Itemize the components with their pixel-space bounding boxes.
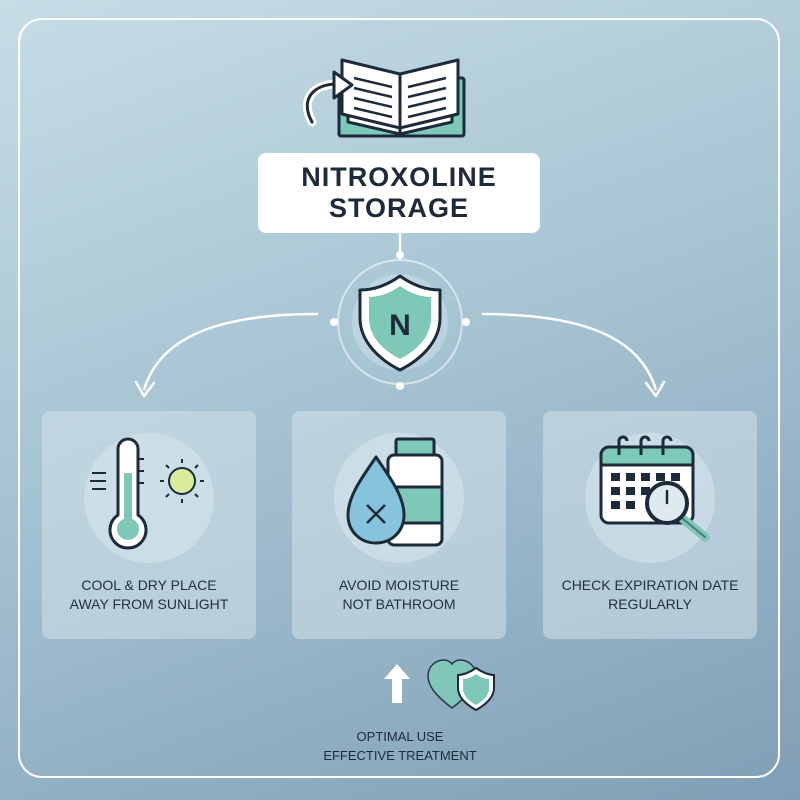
book-icon (337, 58, 466, 138)
card-label-line-1: CHECK EXPIRATION DATE (561, 577, 739, 593)
sun-icon (160, 459, 204, 503)
card-check-expiration: CHECK EXPIRATION DATE REGULARLY (543, 411, 757, 639)
card-label: COOL & DRY PLACE AWAY FROM SUNLIGHT (42, 576, 256, 614)
card-label-line-1: AVOID MOISTURE (338, 577, 460, 593)
magnifier-icon (645, 481, 710, 542)
title-line-2: STORAGE (328, 193, 470, 223)
card-cool-dry: COOL & DRY PLACE AWAY FROM SUNLIGHT (42, 411, 256, 639)
footer-text: OPTIMAL USE EFFECTIVE TREATMENT (300, 727, 500, 765)
shield-badge-icon: N (358, 274, 442, 372)
footer-line-1: OPTIMAL USE (356, 729, 444, 744)
thermometer-icon (90, 437, 148, 550)
title-line-1: NITROXOLINE (301, 162, 497, 192)
card-label: CHECK EXPIRATION DATE REGULARLY (543, 576, 757, 614)
card-label-line-2: NOT BATHROOM (342, 596, 456, 612)
card-label-line-1: COOL & DRY PLACE (81, 577, 217, 593)
heart-shield-icon (427, 659, 495, 712)
card-avoid-moisture: AVOID MOISTURE NOT BATHROOM (292, 411, 506, 639)
badge-letter: N (389, 309, 411, 342)
curved-arrow-icon (302, 70, 354, 127)
card-label: AVOID MOISTURE NOT BATHROOM (292, 576, 506, 614)
card-label-line-2: AWAY FROM SUNLIGHT (69, 596, 229, 612)
up-arrow-icon (384, 664, 410, 703)
outer-frame (18, 18, 780, 778)
water-drop-icon (346, 455, 406, 545)
footer-line-2: EFFECTIVE TREATMENT (323, 748, 477, 763)
title-box: NITROXOLINE STORAGE (258, 153, 540, 233)
card-icon-backdrop (84, 433, 214, 563)
card-label-line-2: REGULARLY (608, 596, 692, 612)
